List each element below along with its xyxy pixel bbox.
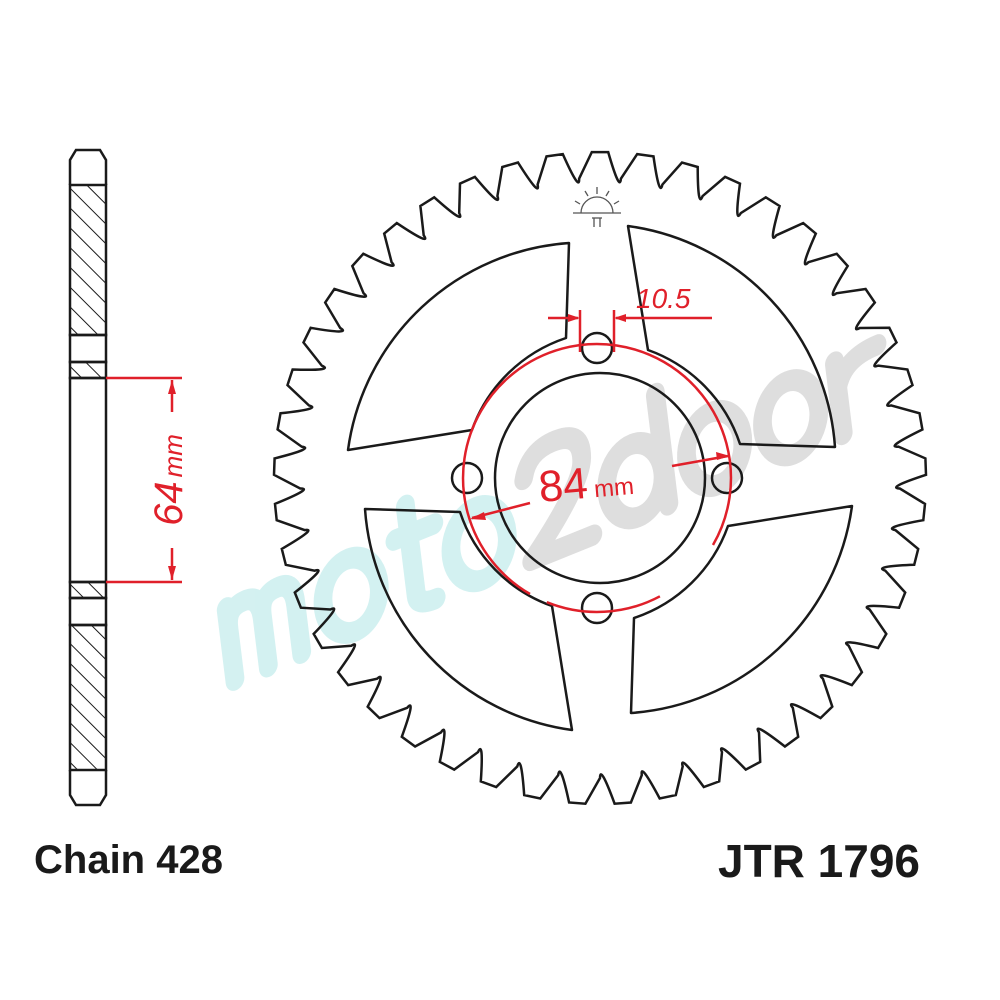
watermark-letter bbox=[753, 369, 829, 467]
window-cutout bbox=[629, 504, 854, 715]
watermark-letter bbox=[677, 399, 753, 498]
bolt-circle-arc bbox=[461, 342, 733, 596]
bolt-circle-dimension bbox=[461, 342, 733, 614]
watermark-letter bbox=[825, 334, 887, 446]
bolt-hole bbox=[710, 461, 744, 495]
watermark-letter bbox=[385, 494, 446, 613]
bottom-hub-hatch bbox=[68, 580, 108, 600]
bore-dimension bbox=[106, 376, 182, 584]
top-tooth-cap bbox=[68, 148, 108, 185]
part-number-label: JTR 1796 bbox=[718, 835, 921, 887]
bolt-hole bbox=[450, 461, 484, 495]
bolt-hole bbox=[580, 591, 614, 625]
window-cutout bbox=[346, 241, 571, 452]
bore bbox=[68, 376, 108, 584]
svg-text:64mm: 64mm bbox=[147, 434, 191, 526]
top-hub-hatch bbox=[68, 360, 108, 380]
bottom-hatch bbox=[68, 623, 108, 772]
bottom-gap bbox=[68, 596, 108, 627]
chain-label: Chain 428 bbox=[34, 838, 223, 882]
watermark-letter bbox=[313, 546, 389, 644]
sprocket-front-view bbox=[272, 150, 928, 806]
bolt-hole bbox=[580, 331, 614, 365]
window-cutout bbox=[363, 507, 574, 732]
watermark-graphic bbox=[216, 334, 887, 691]
bolt-circle-unit: mm bbox=[593, 473, 635, 503]
bolt-hole-value: 10.5 bbox=[636, 283, 691, 314]
bolt-hole-dimension bbox=[548, 310, 712, 352]
jt-logo bbox=[573, 187, 621, 227]
sprocket-teeth-outline bbox=[272, 150, 928, 806]
watermark-letter bbox=[514, 427, 603, 572]
bore-dimension-label: 64mm bbox=[147, 434, 191, 526]
window-cutout bbox=[626, 224, 837, 449]
top-hatch bbox=[68, 183, 108, 337]
center-bore bbox=[493, 371, 707, 585]
bottom-tooth-cap bbox=[68, 770, 108, 807]
bore-value: 64 bbox=[147, 481, 191, 526]
bolt-holes bbox=[450, 331, 744, 625]
lightening-windows bbox=[346, 224, 854, 732]
bolt-circle-arc-bottom bbox=[546, 595, 661, 614]
bore-unit: mm bbox=[158, 434, 188, 477]
top-gap bbox=[68, 333, 108, 364]
side-view bbox=[68, 148, 108, 807]
watermark-letter bbox=[216, 574, 312, 691]
bolt-circle-value: 84 bbox=[537, 459, 590, 512]
watermark-letter bbox=[597, 382, 679, 530]
